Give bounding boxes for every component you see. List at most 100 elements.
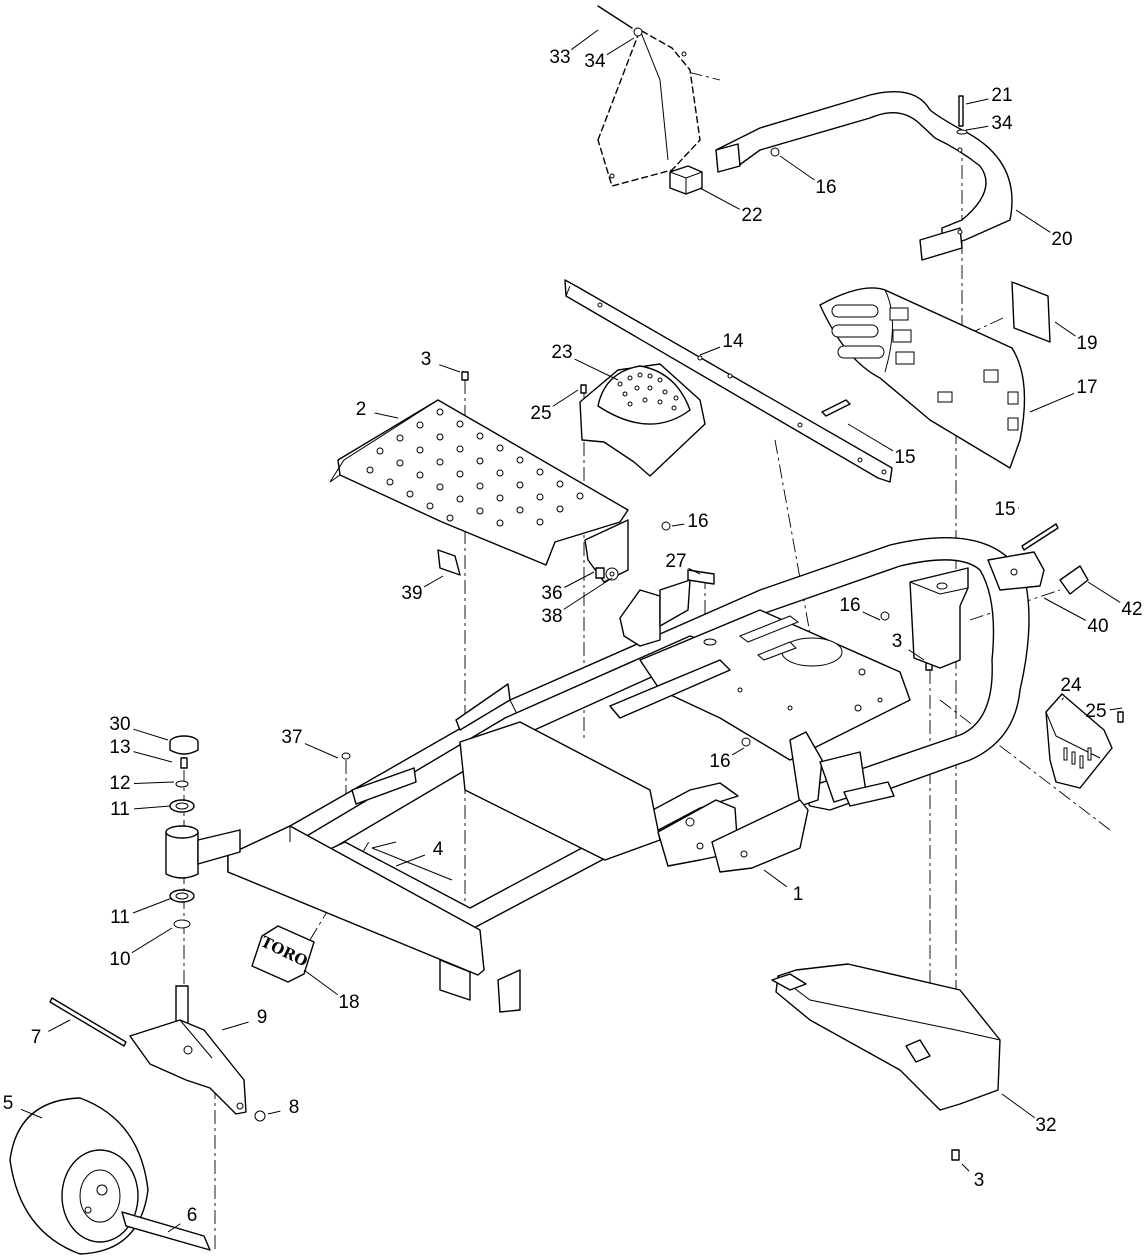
spacer-block xyxy=(669,165,703,195)
leader-16b xyxy=(671,523,685,527)
callout-20: 20 xyxy=(1051,229,1072,250)
toro-logo-plate: TORO xyxy=(251,925,315,983)
corner-guard xyxy=(1045,693,1124,789)
callout-9: 9 xyxy=(257,1007,268,1028)
leader-22 xyxy=(699,187,740,210)
leader-12 xyxy=(133,781,175,784)
leader-39 xyxy=(423,575,444,588)
hardware-top xyxy=(597,5,968,157)
leader-25b xyxy=(1109,707,1123,711)
leader-38 xyxy=(563,577,613,610)
callout-32: 32 xyxy=(1035,1115,1056,1136)
callout-13: 13 xyxy=(109,737,130,758)
leader-10 xyxy=(131,927,173,954)
leader-19 xyxy=(1054,321,1076,337)
callout-8: 8 xyxy=(289,1097,300,1118)
callout-40: 40 xyxy=(1087,616,1108,637)
callout-leaders xyxy=(20,29,1123,1233)
leader-3b xyxy=(908,649,925,661)
leader-42 xyxy=(1087,581,1121,603)
leader-7 xyxy=(48,1019,71,1032)
roll-bar-handle xyxy=(715,91,1013,261)
leader-2 xyxy=(374,412,399,419)
leader-15a xyxy=(847,423,894,452)
callout-37: 37 xyxy=(281,727,302,748)
callout-11b: 11 xyxy=(110,907,130,928)
leader-37 xyxy=(304,743,339,759)
callout-21: 21 xyxy=(991,85,1012,106)
floor-plate xyxy=(329,371,715,585)
callout-6: 6 xyxy=(187,1205,198,1226)
leader-20 xyxy=(1015,209,1051,233)
callout-16b: 16 xyxy=(687,511,708,532)
callout-10: 10 xyxy=(109,949,130,970)
callout-3c: 3 xyxy=(974,1170,985,1191)
callout-39: 39 xyxy=(401,583,422,604)
callout-24: 24 xyxy=(1060,675,1082,696)
leader-32 xyxy=(1001,1093,1035,1119)
callout-38: 38 xyxy=(541,606,562,627)
callout-14: 14 xyxy=(722,331,744,352)
callout-16d: 16 xyxy=(709,751,730,772)
leader-11a xyxy=(133,805,171,810)
leader-25a xyxy=(552,389,579,407)
callout-11a: 11 xyxy=(110,799,130,820)
leader-5 xyxy=(20,1108,43,1119)
callout-34a: 34 xyxy=(584,51,606,72)
leader-3a xyxy=(439,364,461,373)
leader-18 xyxy=(303,969,339,996)
leader-11b xyxy=(132,897,173,914)
callout-15b: 15 xyxy=(994,499,1015,520)
leader-13 xyxy=(133,751,173,763)
callout-23: 23 xyxy=(551,342,572,363)
vent-shroud xyxy=(579,363,706,477)
floor-plate-holes xyxy=(366,408,584,527)
seat-mount-bracket xyxy=(597,29,701,187)
leader-9 xyxy=(221,1021,249,1031)
leader-30 xyxy=(133,728,169,741)
leader-3c xyxy=(961,1163,970,1172)
callout-25b: 25 xyxy=(1085,701,1106,722)
callout-3b: 3 xyxy=(892,631,903,652)
caster-assembly xyxy=(9,735,266,1255)
callout-4: 4 xyxy=(433,839,444,860)
leader-14 xyxy=(699,346,721,356)
main-frame xyxy=(227,523,1089,1013)
callout-33: 33 xyxy=(549,47,570,68)
cross-bar xyxy=(564,279,893,483)
leader-16a xyxy=(779,155,815,181)
callout-16c: 16 xyxy=(839,595,860,616)
callout-19: 19 xyxy=(1076,333,1097,354)
leader-34b xyxy=(965,125,989,131)
leader-16d xyxy=(731,747,745,756)
leader-8 xyxy=(267,1110,281,1115)
callout-17: 17 xyxy=(1076,377,1097,398)
leader-33 xyxy=(570,29,599,51)
callout-5: 5 xyxy=(3,1093,14,1114)
leader-23 xyxy=(574,358,619,381)
callout-16a: 16 xyxy=(815,177,836,198)
callout-1: 1 xyxy=(793,884,804,905)
callout-22: 22 xyxy=(741,205,762,226)
callout-18: 18 xyxy=(338,992,359,1013)
leader-34a xyxy=(606,37,635,56)
callout-34b: 34 xyxy=(991,113,1013,134)
callout-2: 2 xyxy=(356,399,367,420)
leader-17 xyxy=(1029,392,1075,413)
callout-12: 12 xyxy=(109,773,130,794)
leader-4 xyxy=(395,854,426,867)
leader-36 xyxy=(564,571,595,588)
bolt-crossbar xyxy=(821,399,851,417)
leader-40 xyxy=(1043,597,1086,621)
bottom-pan xyxy=(771,963,1001,1161)
callout-25a: 25 xyxy=(530,403,551,424)
callout-30: 30 xyxy=(109,714,130,735)
decal-plate-small xyxy=(1011,281,1051,343)
leader-27 xyxy=(688,567,701,575)
callout-7: 7 xyxy=(31,1027,42,1048)
leader-6 xyxy=(167,1223,181,1233)
callout-15a: 15 xyxy=(894,447,915,468)
rear-guard-plate xyxy=(819,287,1026,469)
